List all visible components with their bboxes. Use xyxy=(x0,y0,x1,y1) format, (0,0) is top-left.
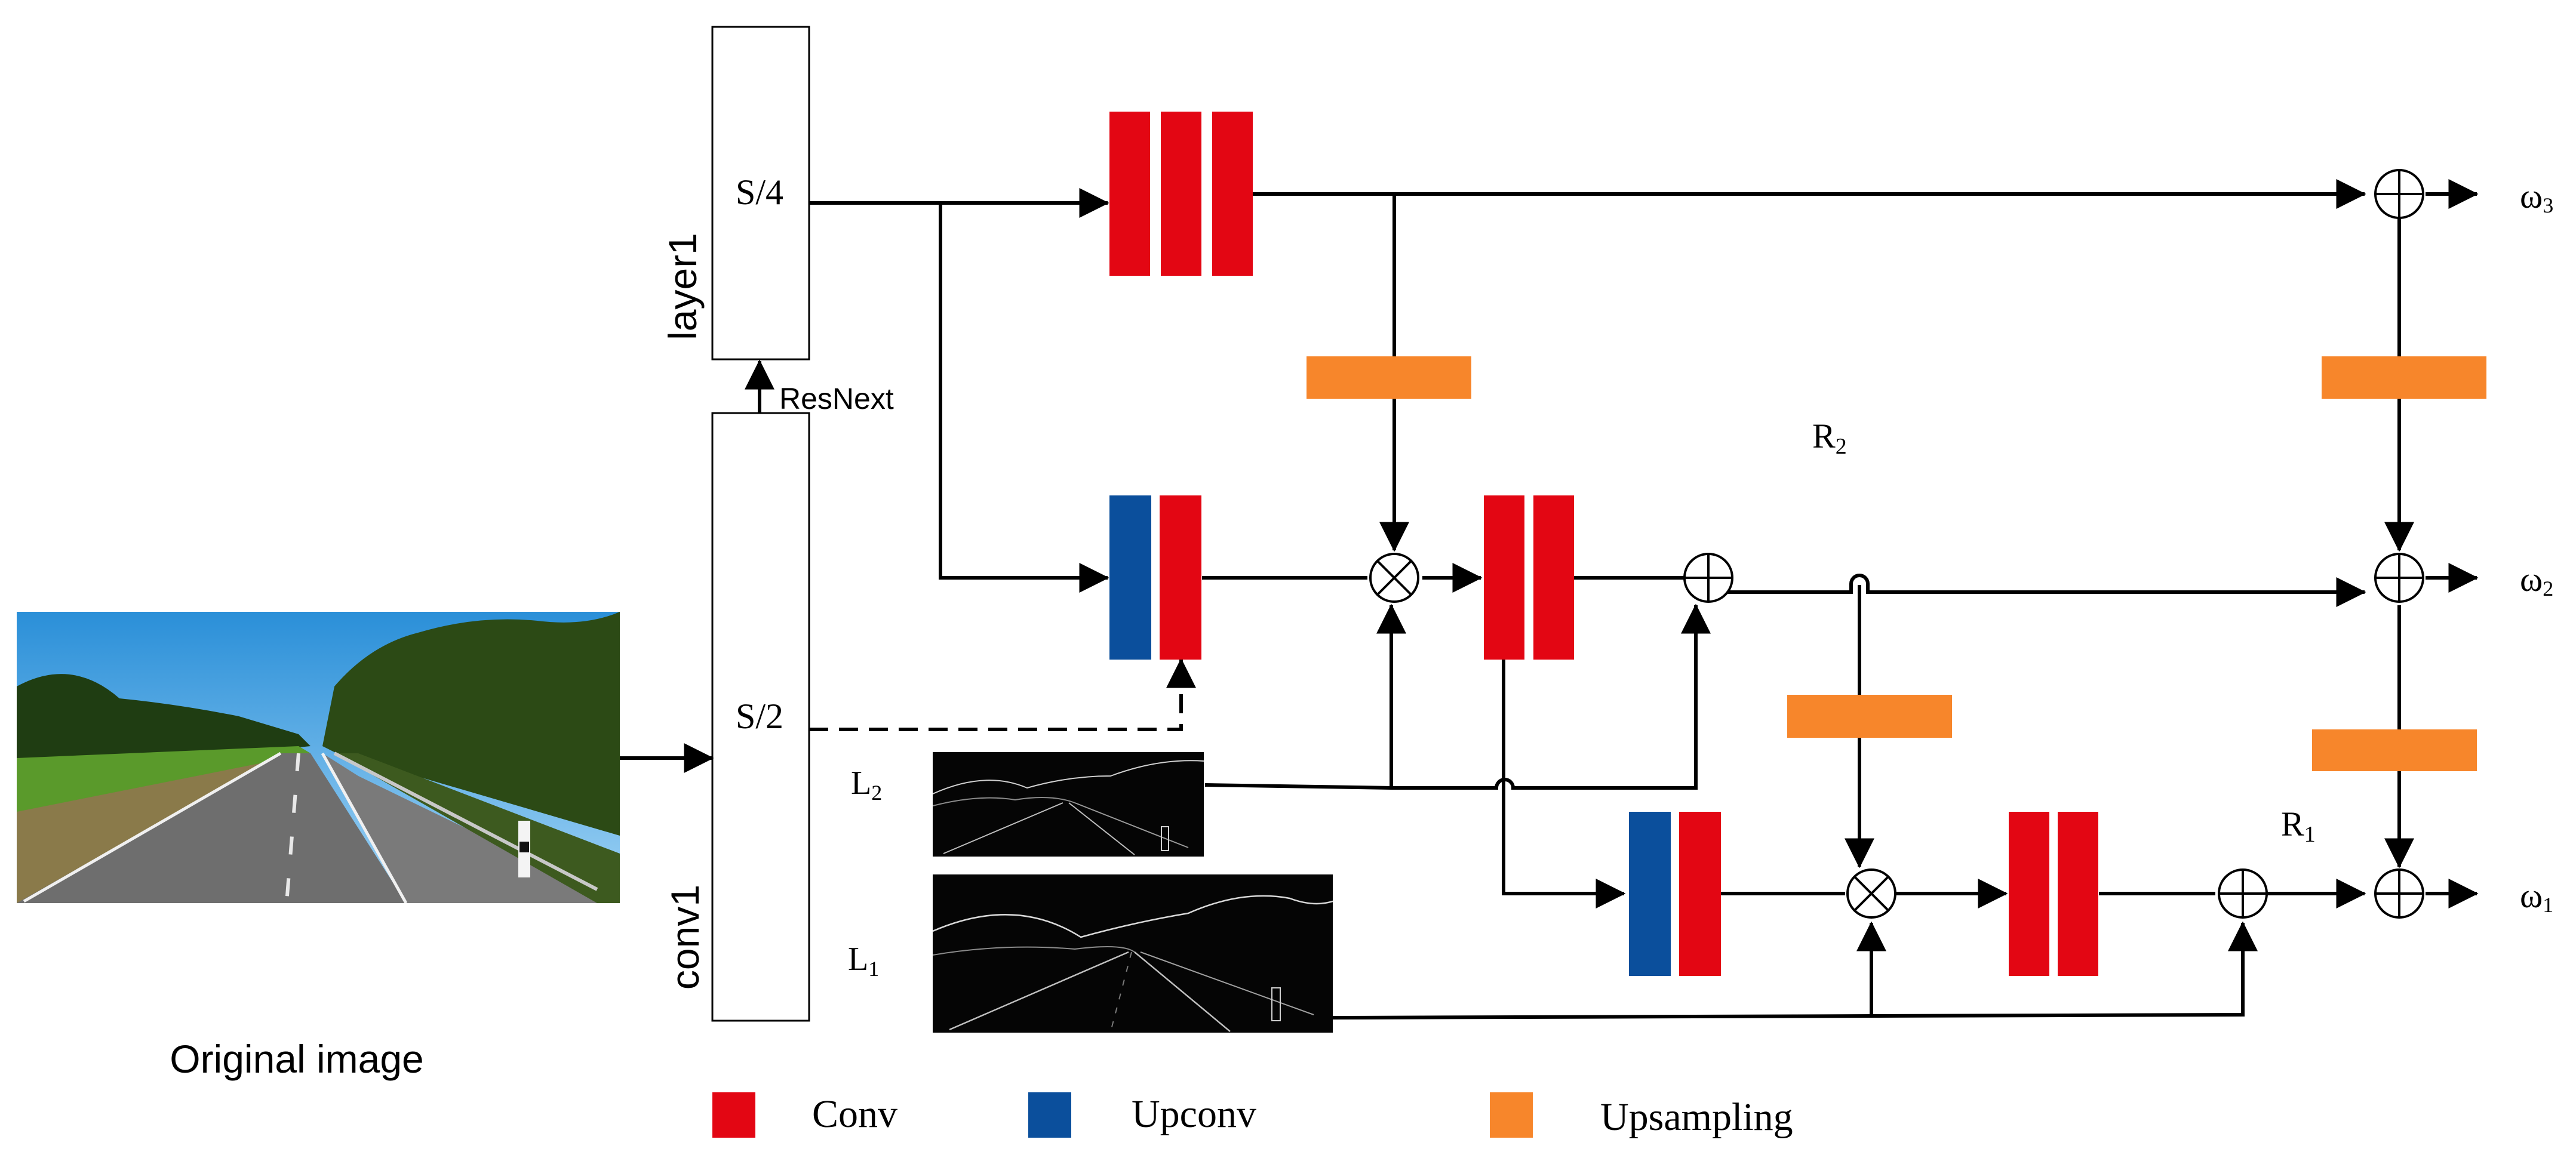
conv-bar xyxy=(1533,495,1574,660)
multiply-node-1 xyxy=(1369,553,1419,603)
layer1-label: layer1 xyxy=(660,233,705,340)
edge-map-l2 xyxy=(933,752,1204,857)
upconv-bar xyxy=(1629,812,1671,976)
omega1-output-label: ω1 xyxy=(2520,876,2553,917)
original-road-image xyxy=(17,612,620,903)
stage-s2-label: S/2 xyxy=(736,697,783,736)
upsampling-bar-3 xyxy=(2312,729,2477,771)
r1-label: R1 xyxy=(2281,805,2316,847)
r2-label: R2 xyxy=(1812,417,1847,459)
sum1-to-sum2-arrow xyxy=(1721,574,2366,607)
s4-to-upconv-arrow xyxy=(939,203,1109,593)
conv-block-bottom xyxy=(2009,812,2098,976)
resnext-label: ResNext xyxy=(779,382,894,415)
legend-upsampling-swatch xyxy=(1490,1092,1533,1138)
add-node-omega3 xyxy=(2374,169,2424,219)
upconv-block-bottom xyxy=(1629,812,1721,976)
add-node-omega1 xyxy=(2374,868,2424,919)
conv-bar xyxy=(1679,812,1721,976)
layer1-stage-box xyxy=(711,26,810,361)
conv2-to-upconv2-arrow xyxy=(1502,660,1626,908)
conv-bar xyxy=(1160,495,1201,660)
conv1-label: conv1 xyxy=(663,885,707,990)
upsampling-bar-2 xyxy=(1787,695,1952,738)
legend-upconv-swatch xyxy=(1028,1092,1071,1138)
l1-label: L1 xyxy=(848,941,879,981)
conv-bar xyxy=(1484,495,1524,660)
omega3-output-label: ω3 xyxy=(2520,177,2553,217)
conv-bar xyxy=(1212,112,1253,276)
l1-to-sum0-arrow xyxy=(1332,921,2258,1020)
conv-block-middle xyxy=(1484,495,1574,660)
legend-conv-label: Conv xyxy=(812,1092,897,1136)
legend-upsampling-label: Upsampling xyxy=(1600,1095,1793,1139)
legend-upconv-label: Upconv xyxy=(1132,1092,1256,1136)
upsampling-bar-1 xyxy=(1307,356,1471,399)
l2-feed-line xyxy=(1204,783,1392,790)
stage-s4-label: S/4 xyxy=(736,173,783,212)
upconv-block-middle xyxy=(1109,495,1201,660)
l2-label: L2 xyxy=(851,765,882,805)
omega2-output-label: ω2 xyxy=(2520,560,2553,600)
conv1-stage-box xyxy=(711,412,810,1022)
add-node-r1 xyxy=(2218,868,2268,919)
s2-dashed-skip xyxy=(809,669,1183,731)
original-image-caption: Original image xyxy=(170,1037,424,1081)
conv-block-top xyxy=(1109,112,1253,276)
upsampling-bar-4 xyxy=(2322,356,2486,399)
conv-bar xyxy=(2058,812,2098,976)
multiply-node-2 xyxy=(1846,868,1896,919)
l2-to-sum1-arrow xyxy=(1391,603,1711,790)
add-node-r2 xyxy=(1683,553,1733,603)
upconv-bar xyxy=(1109,495,1151,660)
connection-lines xyxy=(809,179,2479,1020)
edge-map-l1 xyxy=(933,874,1333,1033)
conv-bar xyxy=(1161,112,1201,276)
conv-bar xyxy=(2009,812,2049,976)
legend-conv-swatch xyxy=(712,1092,755,1138)
add-node-omega2 xyxy=(2374,553,2424,603)
legend: Conv Upconv Upsampling xyxy=(712,1092,1793,1139)
conv-bar xyxy=(1109,112,1150,276)
